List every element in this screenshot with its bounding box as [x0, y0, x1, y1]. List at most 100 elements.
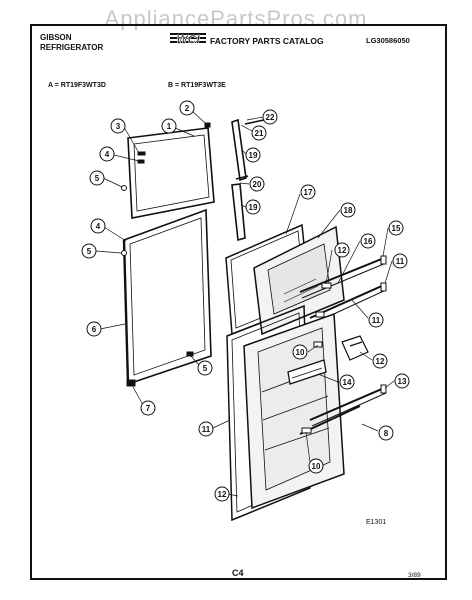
callout-circle	[179, 100, 195, 116]
wci-logo: WCI	[170, 32, 206, 47]
callout-number: 20	[253, 180, 262, 189]
callout-11: 11	[392, 253, 408, 269]
callout-number: 10	[312, 462, 321, 471]
callout-8: 8	[378, 425, 394, 441]
callout-circle	[99, 146, 115, 162]
callout-circle	[245, 199, 261, 215]
callout-number: 17	[304, 188, 313, 197]
callout-11: 11	[198, 421, 214, 437]
page-number: C4	[232, 568, 244, 578]
brand-name: GIBSON	[40, 33, 72, 42]
callout-number: 5	[203, 364, 208, 373]
callout-circle	[198, 421, 214, 437]
callout-circle	[197, 360, 213, 376]
callout-circle	[368, 312, 384, 328]
callout-number: 11	[372, 316, 381, 325]
callout-number: 22	[266, 113, 275, 122]
watermark: AppliancePartsPros.com	[104, 6, 368, 31]
callout-circle	[334, 242, 350, 258]
callout-16: 16	[360, 233, 376, 249]
callout-10: 10	[308, 458, 324, 474]
callout-17: 17	[300, 184, 316, 200]
callout-number: 5	[87, 247, 92, 256]
callout-22: 22	[262, 109, 278, 125]
callout-number: 6	[92, 325, 97, 334]
callout-circle	[251, 125, 267, 141]
callout-5: 5	[81, 243, 97, 259]
callout-circle	[214, 486, 230, 502]
page-frame	[30, 24, 447, 580]
callout-12: 12	[372, 353, 388, 369]
catalog-title: FACTORY PARTS CATALOG	[210, 36, 324, 46]
callout-circle	[308, 458, 324, 474]
callout-circle	[262, 109, 278, 125]
callout-19: 19	[245, 199, 261, 215]
callout-18: 18	[340, 202, 356, 218]
callout-circle	[392, 253, 408, 269]
model-b-label: B = RT19F3WT3E	[168, 82, 226, 89]
callout-number: 11	[202, 425, 211, 434]
callout-number: 1	[167, 122, 172, 131]
callout-7: 7	[140, 400, 156, 416]
callout-number: 8	[384, 429, 389, 438]
callout-circle	[161, 118, 177, 134]
callout-4: 4	[99, 146, 115, 162]
callout-10: 10	[292, 344, 308, 360]
callout-circle	[394, 373, 410, 389]
callout-circle	[372, 353, 388, 369]
fresh-food-door-a	[122, 208, 212, 386]
callout-number: 12	[376, 357, 385, 366]
model-a-label: A = RT19F3WT3D	[48, 82, 106, 89]
trim-strips	[231, 118, 265, 242]
freezer-inner-liner	[253, 225, 345, 336]
callout-15: 15	[388, 220, 404, 236]
callout-circle	[249, 176, 265, 192]
callout-5: 5	[89, 170, 105, 186]
callout-number: 5	[95, 174, 100, 183]
callout-number: 2	[185, 104, 190, 113]
callout-20: 20	[249, 176, 265, 192]
callout-circle	[110, 118, 126, 134]
callout-number: 15	[392, 224, 401, 233]
callout-circle	[81, 243, 97, 259]
callout-circle	[340, 202, 356, 218]
callout-circle	[292, 344, 308, 360]
callout-number: 13	[398, 377, 407, 386]
callout-11: 11	[368, 312, 384, 328]
callout-1: 1	[161, 118, 177, 134]
callout-number: 16	[364, 237, 373, 246]
callout-number: 19	[249, 151, 258, 160]
callout-6: 6	[86, 321, 102, 337]
callout-number: 18	[344, 206, 353, 215]
callout-circle	[86, 321, 102, 337]
callout-14: 14	[339, 374, 355, 390]
callout-number: 21	[255, 129, 264, 138]
door-hardware-a	[121, 122, 211, 387]
callout-number: 10	[296, 348, 305, 357]
callout-13: 13	[394, 373, 410, 389]
callout-number: 7	[146, 404, 151, 413]
callout-circle	[140, 400, 156, 416]
callout-12: 12	[214, 486, 230, 502]
callout-number: 12	[218, 490, 227, 499]
callout-number: 3	[116, 122, 121, 131]
callout-circle	[388, 220, 404, 236]
callout-19: 19	[245, 147, 261, 163]
callout-circle	[339, 374, 355, 390]
callout-number: 4	[96, 222, 101, 231]
callout-21: 21	[251, 125, 267, 141]
product-type: REFRIGERATOR	[40, 43, 104, 52]
callout-number: 4	[105, 150, 110, 159]
callout-number: 19	[249, 203, 258, 212]
callout-12: 12	[334, 242, 350, 258]
callout-circle	[378, 425, 394, 441]
logo-text: WCI	[176, 33, 200, 47]
callout-circle	[245, 147, 261, 163]
butter-compartment	[341, 335, 369, 361]
callout-number: 12	[338, 246, 347, 255]
callout-3: 3	[110, 118, 126, 134]
callout-number: 11	[396, 257, 405, 266]
dairy-door	[287, 359, 327, 385]
